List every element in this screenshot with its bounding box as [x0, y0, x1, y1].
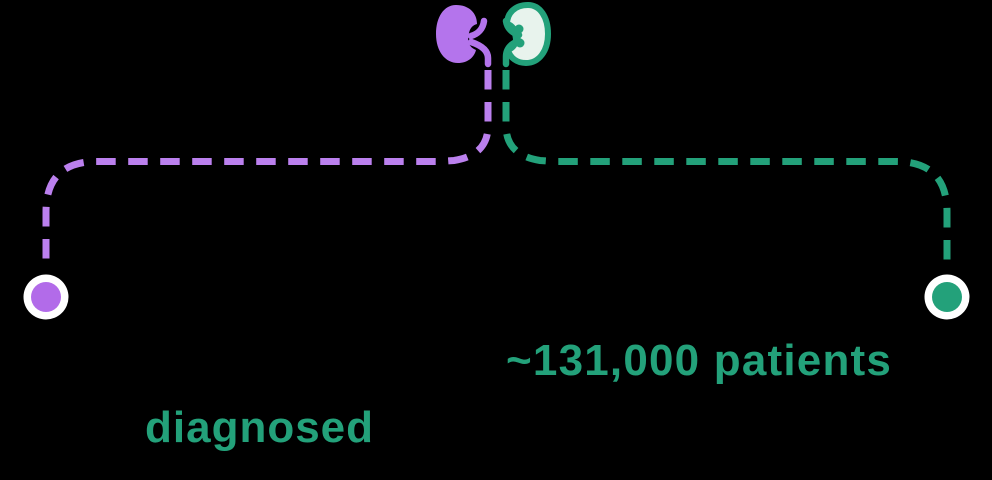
kidney-purple-icon	[436, 5, 492, 68]
right-endpoint-fill	[932, 282, 962, 312]
right-branch-dashed-connector	[502, 70, 951, 266]
kidney-purple-body	[436, 5, 477, 63]
kidney-green-icon	[502, 2, 551, 68]
kidney-purple-ureter	[467, 38, 492, 68]
kidney-green-vessel	[502, 17, 523, 39]
kidney-green-ureter	[502, 37, 523, 68]
kidney-purple-vessel	[467, 17, 488, 40]
left-branch-dashed-connector	[42, 70, 492, 266]
right-endpoint-dot	[924, 274, 970, 320]
patients-count-label: ~131,000 patients	[506, 336, 893, 385]
diagnosed-label: diagnosed	[145, 403, 375, 452]
left-endpoint-fill	[31, 282, 61, 312]
left-endpoint-dot	[23, 274, 69, 320]
